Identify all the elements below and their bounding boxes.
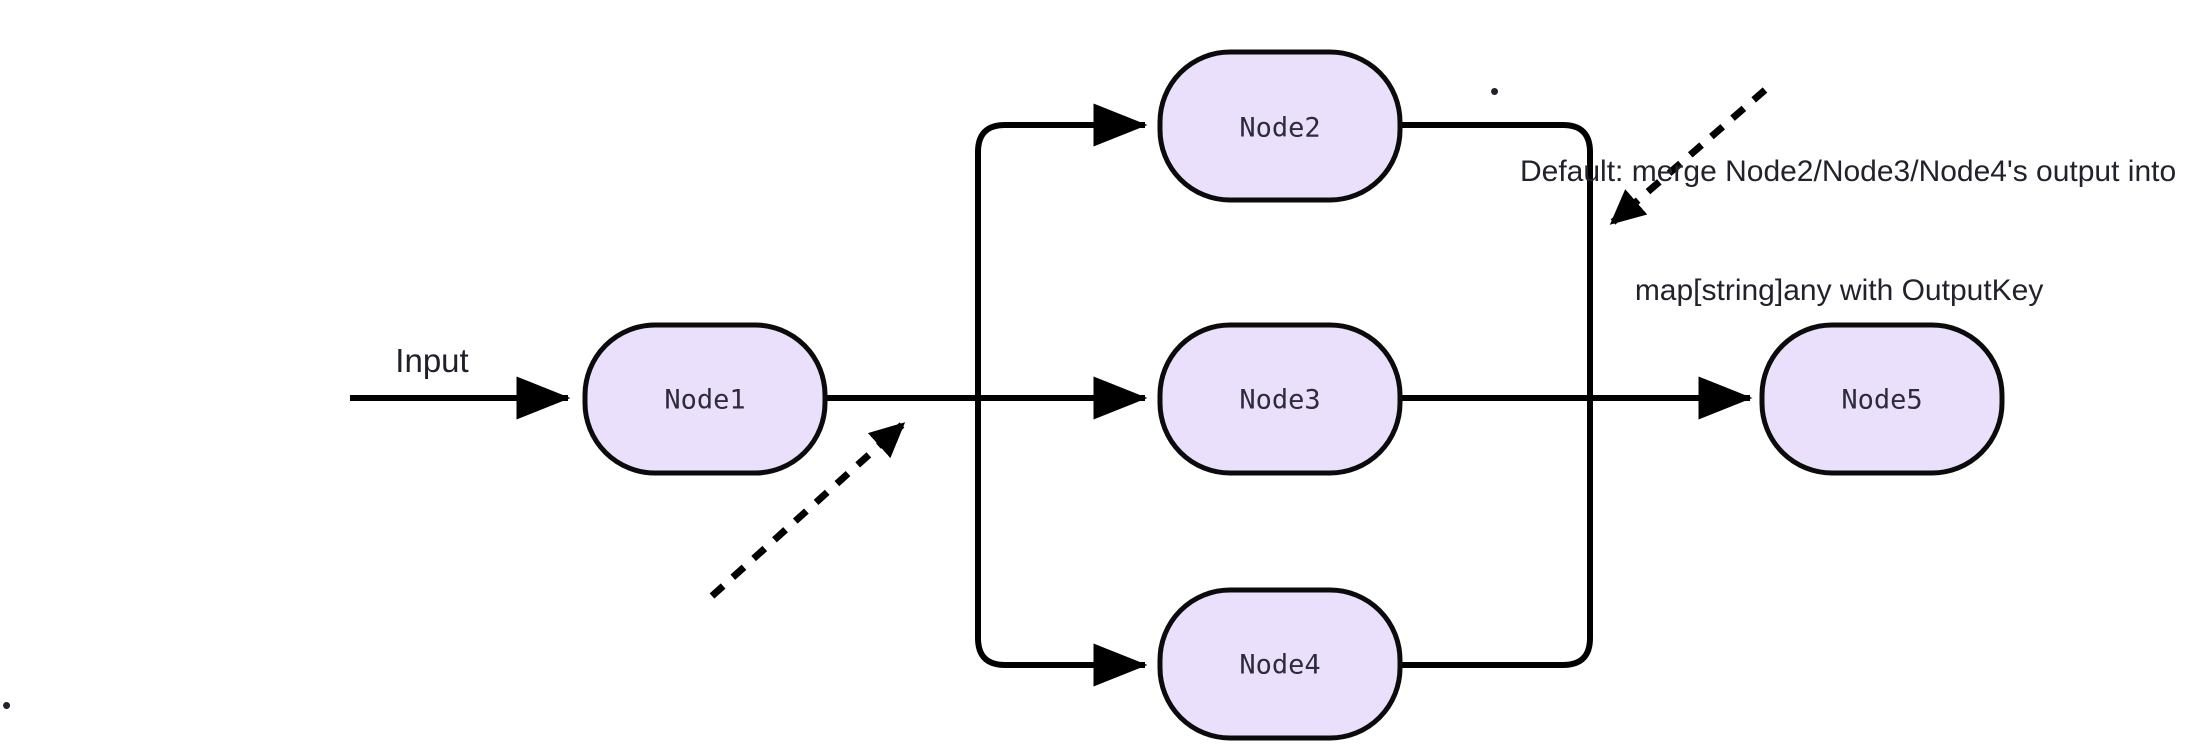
- annotation-pointer-top-right: [1609, 87, 1768, 225]
- annotation-bottom-left-text-1: Default: Assign Node1's output to Node2/…: [32, 687, 765, 748]
- edge-label-input: Input: [395, 342, 468, 379]
- annotation-pointer-bottom-left: [709, 422, 906, 599]
- node-node1[interactable]: Node1: [582, 322, 828, 476]
- node-node5[interactable]: Node5: [1759, 322, 2005, 476]
- annotation-top-right-line-1: Default: merge Node2/Node3/Node4's outpu…: [1520, 155, 2177, 189]
- annotation-bottom-left-bullet-row-1: • Default: Assign Node1's output to Node…: [2, 687, 902, 748]
- annotation-bottom-left: • Default: Assign Node1's output to Node…: [2, 608, 902, 748]
- annotation-top-right-line-2: map[string]any with OutputKey: [1634, 274, 2044, 308]
- edge-node4-to-merge: [1402, 398, 1593, 668]
- annotation-top-right: • Default: merge Node2/Node3/Node4's out…: [1490, 0, 2200, 469]
- node-node5-label: Node5: [1841, 385, 1922, 416]
- edge-branch-to-node4: [975, 398, 1148, 687]
- annotation-top-right-bullet-row: • Default: merge Node2/Node3/Node4's out…: [1490, 73, 2200, 390]
- edge-branch-to-node2: [975, 103, 1148, 398]
- node-node2-label: Node2: [1239, 113, 1320, 144]
- edge-node2-to-merge: [1402, 122, 1593, 398]
- node-node3-label: Node3: [1239, 385, 1320, 416]
- annotation-top-right-text: Default: merge Node2/Node3/Node4's outpu…: [1520, 73, 2176, 390]
- bullet-point-icon: •: [1490, 76, 1500, 107]
- node-node4[interactable]: Node4: [1157, 587, 1403, 741]
- node-node2[interactable]: Node2: [1157, 49, 1403, 203]
- node-node4-label: Node4: [1239, 650, 1320, 681]
- bullet-point-icon: •: [2, 690, 12, 721]
- node-node3[interactable]: Node3: [1157, 322, 1403, 476]
- node-node1-label: Node1: [664, 385, 745, 416]
